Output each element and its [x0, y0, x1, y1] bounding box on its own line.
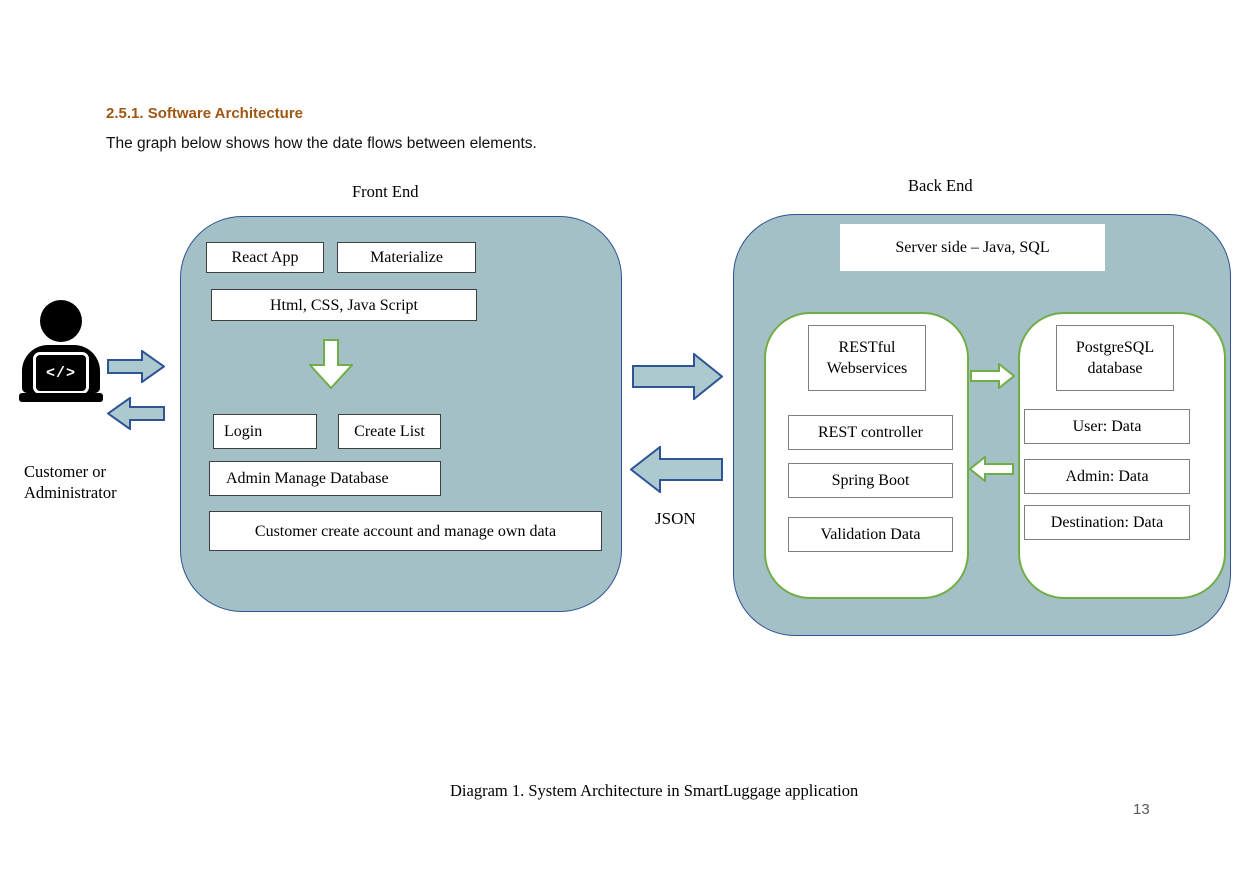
- box-rest-controller: REST controller: [788, 415, 953, 450]
- front-end-title: Front End: [352, 182, 419, 201]
- box-spring-boot: Spring Boot: [788, 463, 953, 498]
- arrow-frontend-to-backend-icon: [632, 353, 723, 400]
- laptop-screen-shape: </>: [33, 352, 89, 394]
- box-react-app: React App: [206, 242, 324, 273]
- arrow-services-to-db-icon: [970, 363, 1015, 389]
- box-user-data: User: Data: [1024, 409, 1190, 444]
- services-subpanel: RESTful Webservices REST controller Spri…: [764, 312, 969, 599]
- actor-label: Customer or Administrator: [24, 462, 117, 502]
- box-destination-data: Destination: Data: [1024, 505, 1190, 540]
- box-admin-manage-database: Admin Manage Database: [209, 461, 441, 496]
- box-customer-create-account: Customer create account and manage own d…: [209, 511, 602, 551]
- front-end-panel: React App Materialize Html, CSS, Java Sc…: [180, 216, 622, 612]
- back-end-panel: Server side – Java, SQL RESTful Webservi…: [733, 214, 1231, 636]
- arrow-down-icon: [309, 339, 353, 389]
- arrow-db-to-services-icon: [969, 456, 1014, 482]
- back-end-title: Back End: [908, 176, 973, 195]
- box-postgresql-database: PostgreSQL database: [1056, 325, 1174, 391]
- arrow-frontend-to-user-icon: [107, 397, 165, 430]
- laptop-base-shape: [19, 393, 103, 402]
- json-label: JSON: [655, 509, 696, 528]
- box-admin-data: Admin: Data: [1024, 459, 1190, 494]
- box-validation-data: Validation Data: [788, 517, 953, 552]
- database-subpanel: PostgreSQL database User: Data Admin: Da…: [1018, 312, 1226, 599]
- code-glyph: </>: [45, 364, 76, 382]
- diagram-caption: Diagram 1. System Architecture in SmartL…: [450, 781, 859, 800]
- section-heading: 2.5.1. Software Architecture: [106, 105, 304, 122]
- box-create-list: Create List: [338, 414, 441, 449]
- actor-head-shape: [40, 300, 82, 342]
- intro-text: The graph below shows how the date flows…: [106, 135, 537, 152]
- box-html-css-js: Html, CSS, Java Script: [211, 289, 477, 321]
- box-login: Login: [213, 414, 317, 449]
- arrow-backend-to-frontend-icon: [630, 446, 723, 493]
- box-server-side: Server side – Java, SQL: [840, 224, 1105, 271]
- page-number: 13: [1133, 801, 1150, 818]
- arrow-user-to-frontend-icon: [107, 350, 165, 383]
- box-materialize: Materialize: [337, 242, 476, 273]
- box-restful-webservices: RESTful Webservices: [808, 325, 926, 391]
- developer-at-laptop-icon: </>: [18, 300, 104, 402]
